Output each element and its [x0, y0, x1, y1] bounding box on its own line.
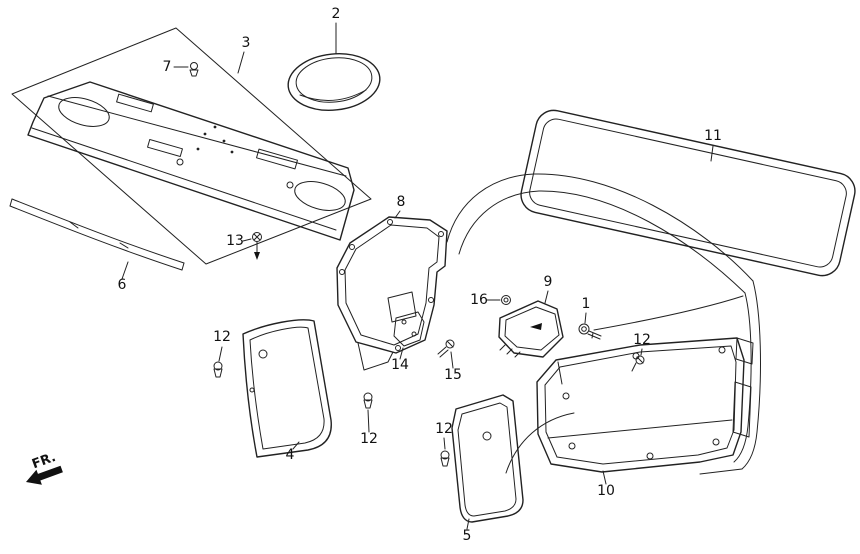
part-15-screw: [437, 339, 455, 358]
callout-12-right: 12: [633, 332, 651, 348]
fastener-12-bottom: [440, 450, 450, 467]
car-body-outline: [446, 173, 761, 475]
callout-4: 4: [286, 447, 295, 463]
fr-direction-arrow: FR.: [26, 450, 63, 485]
callout-8: 8: [397, 194, 406, 210]
callout-7: 7: [163, 59, 172, 75]
fastener-12-right: [631, 355, 645, 372]
callout-15: 15: [444, 367, 462, 383]
fastener-12-middle: [363, 392, 373, 409]
callout-labels: 2 3 7 11 8 13 6 9 16 1 12 12 14 15 12 12…: [118, 6, 722, 544]
callout-5: 5: [463, 528, 472, 544]
callout-3: 3: [242, 35, 251, 51]
callout-12-left: 12: [213, 329, 231, 345]
callout-10: 10: [597, 483, 615, 499]
part-13-screw: [252, 232, 262, 260]
part-8-side-panel: [336, 216, 448, 371]
part-3-boundary: [11, 27, 372, 265]
part-11-trunk-seal: [520, 109, 856, 277]
part-3-rear-tray: [27, 81, 355, 241]
part-7-clip: [189, 62, 199, 77]
part-14-bracket: [393, 311, 425, 347]
part-9-bracket: [498, 300, 564, 358]
callout-16: 16: [470, 292, 488, 308]
part-1-bolt: [578, 323, 602, 340]
fr-arrow-icon: [26, 465, 63, 485]
part-10-trunk-side-trim: [536, 337, 745, 473]
callout-1: 1: [582, 296, 591, 312]
part-16-grommet: [501, 295, 511, 305]
callout-2: 2: [332, 6, 341, 22]
leader-lines: [121, 22, 714, 530]
part-5-trim-panel: [451, 394, 524, 523]
callout-12-mid: 12: [360, 431, 378, 447]
callout-14: 14: [391, 357, 409, 373]
callout-9: 9: [544, 274, 553, 290]
callout-12-bottom: 12: [435, 421, 453, 437]
fastener-12-left: [213, 361, 223, 378]
callout-11: 11: [704, 128, 722, 144]
part-2-speaker-lid: [287, 53, 381, 111]
part-6-trim-strip: [9, 198, 185, 271]
part-4-trim-panel: [242, 319, 332, 458]
callout-6: 6: [118, 277, 127, 293]
callout-13: 13: [226, 233, 244, 249]
